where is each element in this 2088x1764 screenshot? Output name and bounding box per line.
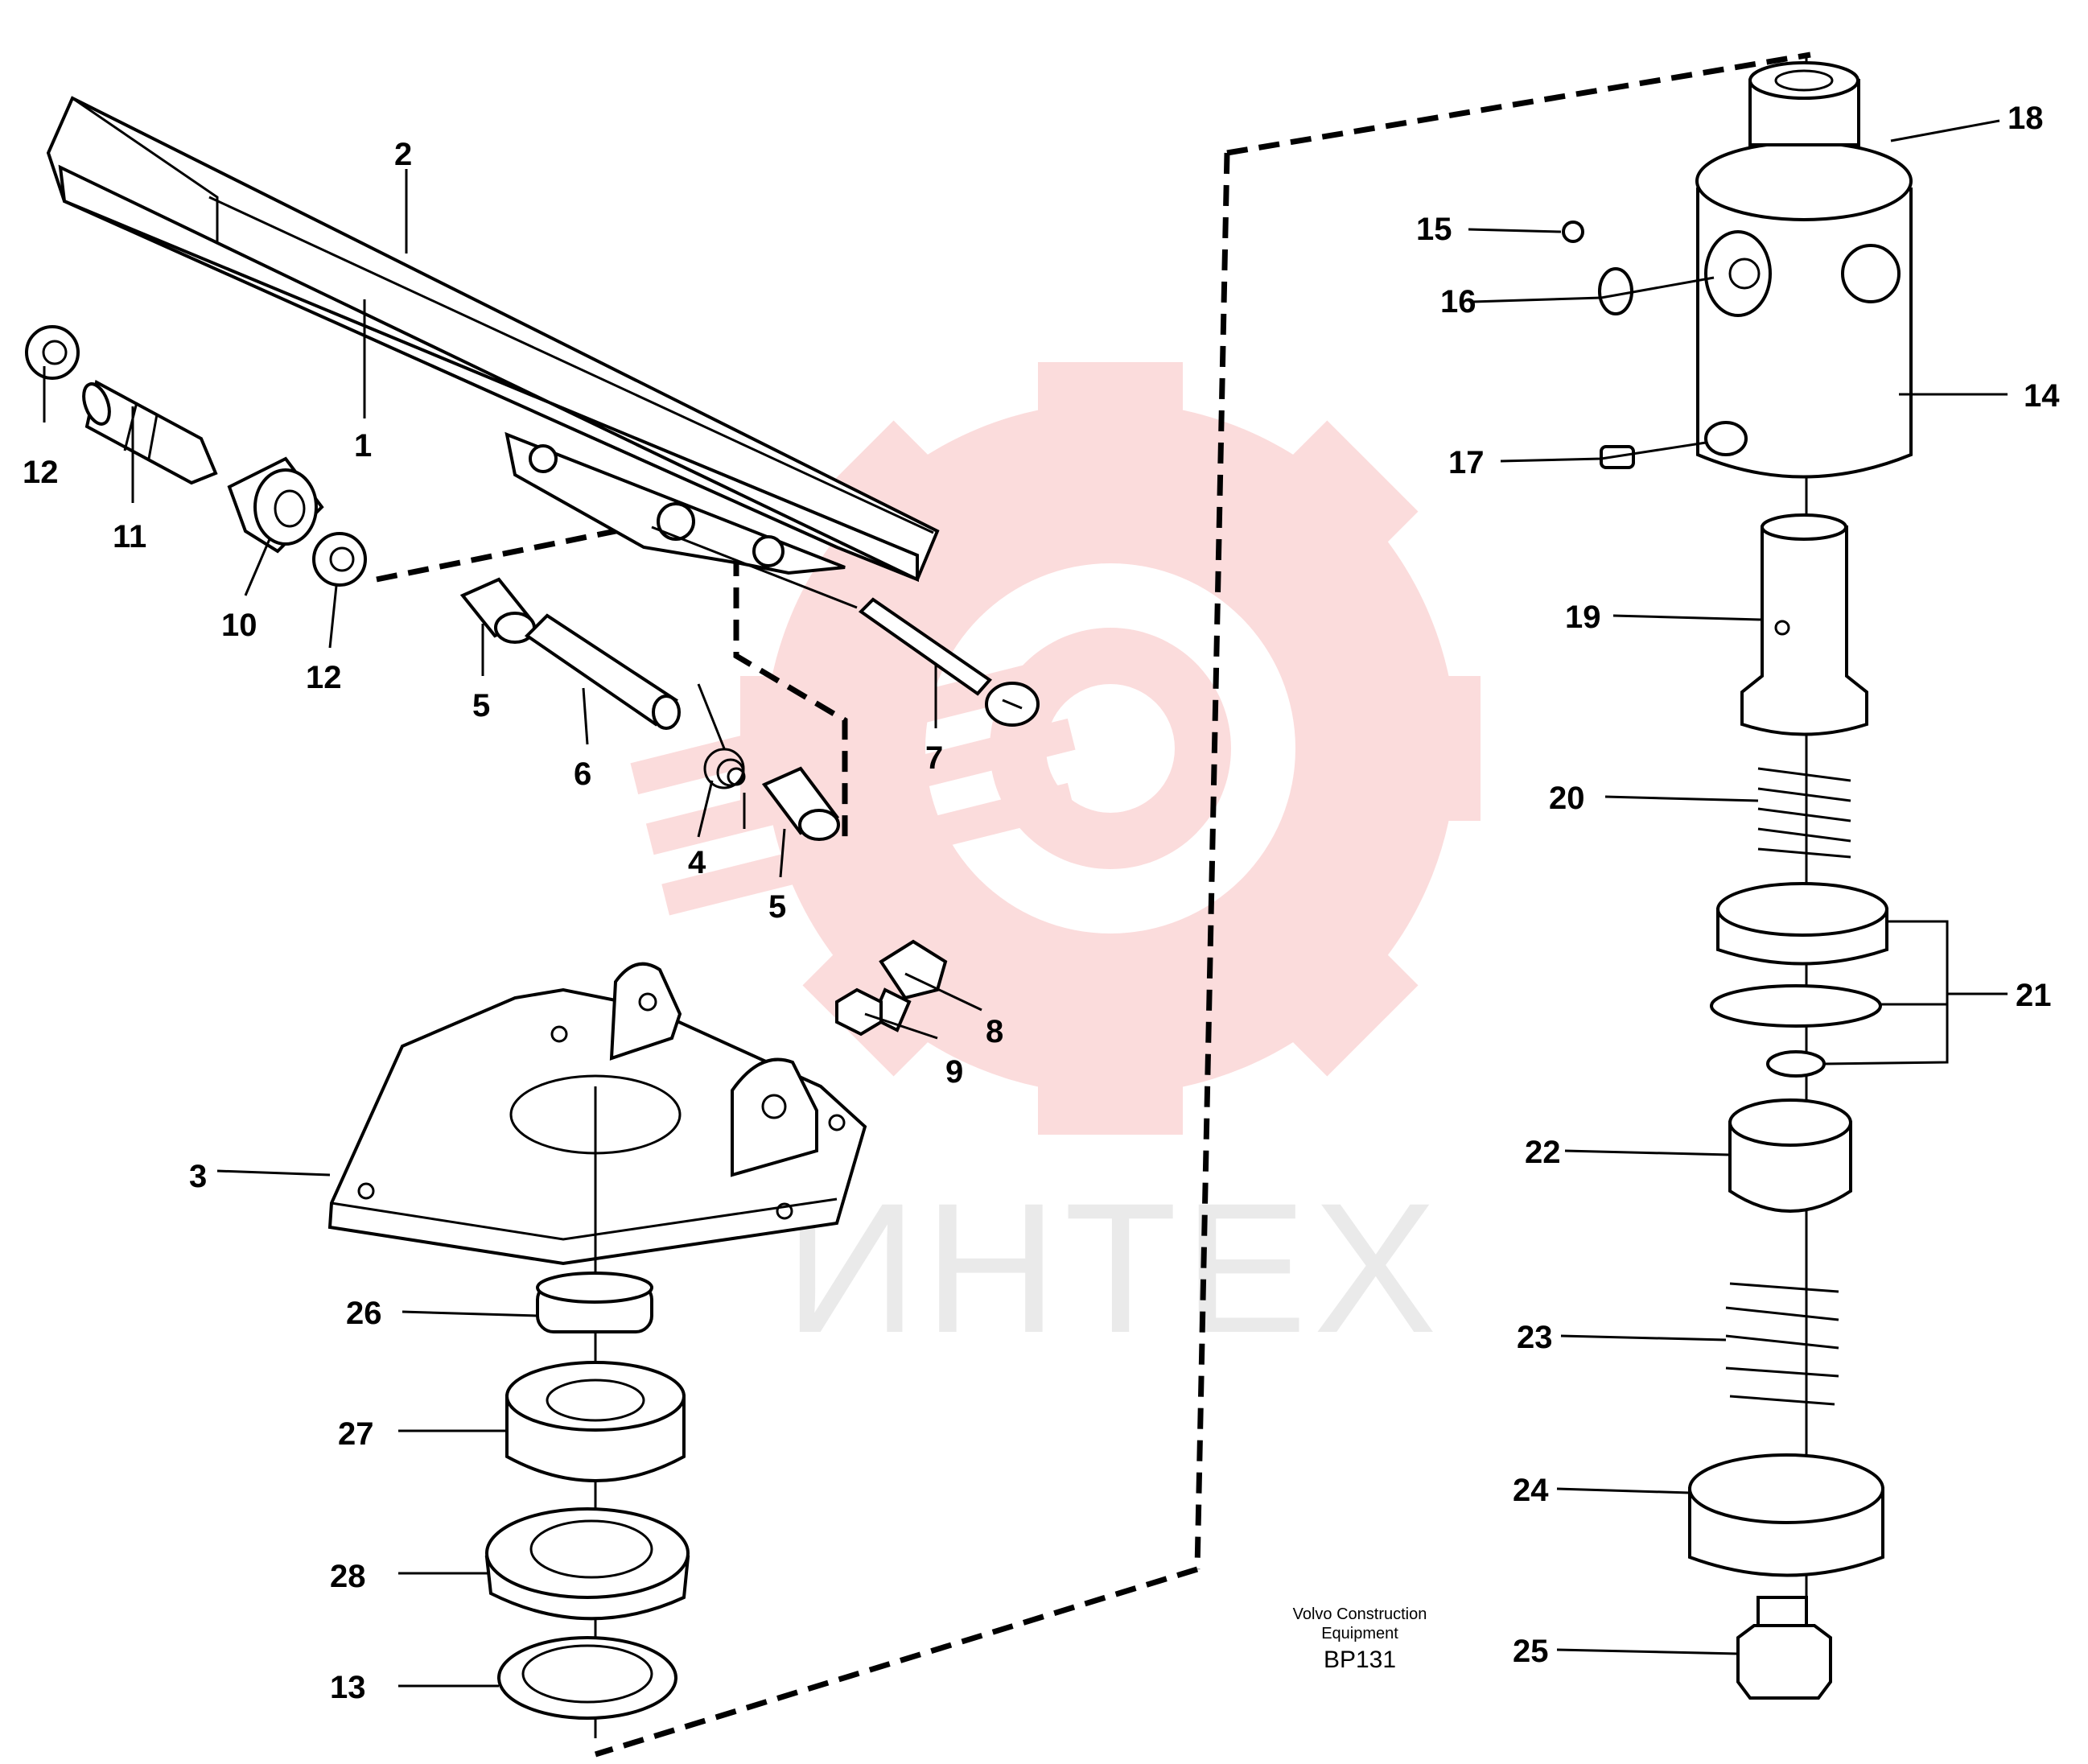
part-label-19: 19 xyxy=(1565,600,1601,635)
spring-20 xyxy=(1757,767,1851,859)
spring-seat-21 xyxy=(1710,882,1888,1078)
bushing-10 xyxy=(227,456,324,554)
part-label-5-upper: 5 xyxy=(472,688,490,723)
part-label-20: 20 xyxy=(1549,781,1585,816)
part-label-27: 27 xyxy=(338,1416,374,1452)
part-label-23: 23 xyxy=(1517,1320,1553,1355)
circlip-12-top xyxy=(25,325,80,380)
plug-25 xyxy=(1736,1596,1832,1700)
part-label-1: 1 xyxy=(354,428,372,464)
part-label-26: 26 xyxy=(346,1296,382,1331)
part-label-8: 8 xyxy=(986,1014,1003,1049)
sleeve-5-upper xyxy=(459,577,536,644)
part-label-18: 18 xyxy=(2008,101,2044,136)
bolt-7 xyxy=(858,597,1040,727)
part-label-11: 11 xyxy=(113,519,146,554)
dashed-boundary-line xyxy=(594,52,1811,1758)
nut-28 xyxy=(484,1507,690,1621)
axis-line-pedal xyxy=(651,525,858,609)
watermark-text: ИНТЕХ xyxy=(785,1164,1443,1371)
spring-23 xyxy=(1725,1282,1839,1406)
pin-11 xyxy=(82,379,218,485)
shaft-6 xyxy=(524,613,681,730)
part-label-28: 28 xyxy=(330,1559,366,1594)
plunger-22 xyxy=(1728,1098,1852,1213)
part-label-22: 22 xyxy=(1525,1135,1561,1170)
part-label-6: 6 xyxy=(574,756,591,792)
credit-line-1: Volvo Construction xyxy=(1293,1605,1427,1623)
pedal-bracket xyxy=(504,431,846,575)
bushing-27 xyxy=(505,1361,686,1482)
cap-24 xyxy=(1688,1453,1884,1577)
washer-13 xyxy=(497,1636,677,1720)
part-label-16: 16 xyxy=(1440,284,1476,319)
base-lug-right xyxy=(731,1057,818,1177)
part-label-7: 7 xyxy=(925,740,943,776)
part-label-17: 17 xyxy=(1448,445,1485,480)
part-label-4: 4 xyxy=(688,845,706,880)
leader-lines xyxy=(43,119,2008,1688)
dashed-leader-shaft xyxy=(376,524,848,837)
base-plate-3 xyxy=(327,987,867,1266)
base-lug-left xyxy=(609,962,682,1061)
credit-line-2: Equipment xyxy=(1321,1625,1398,1642)
part-label-12-bottom: 12 xyxy=(306,660,342,695)
credit-code: BP131 xyxy=(1324,1647,1396,1673)
seal-26 xyxy=(536,1271,653,1333)
nut-9 xyxy=(835,987,883,1037)
torsion-spring-4 xyxy=(697,683,746,829)
part-label-21: 21 xyxy=(2016,978,2052,1013)
part-label-14: 14 xyxy=(2024,378,2060,414)
sleeve-5-lower xyxy=(761,766,840,841)
part-label-3: 3 xyxy=(189,1159,207,1194)
part-label-10: 10 xyxy=(221,608,257,643)
filter-16 xyxy=(1598,267,1633,315)
part-label-15: 15 xyxy=(1416,212,1452,247)
circlip-12-bottom xyxy=(312,532,367,587)
part-label-24: 24 xyxy=(1513,1473,1549,1508)
valve-housing-14 xyxy=(1695,141,1913,479)
part-label-9: 9 xyxy=(945,1054,963,1090)
part-label-5-lower: 5 xyxy=(768,889,786,925)
part-label-12-top: 12 xyxy=(23,455,59,490)
ball-15 xyxy=(1562,220,1584,243)
pedal-plate xyxy=(46,96,940,583)
fitting-18 xyxy=(1748,61,1860,146)
part-label-25: 25 xyxy=(1513,1634,1549,1669)
spool-19 xyxy=(1740,513,1868,736)
part-label-13: 13 xyxy=(330,1670,366,1705)
part-label-2: 2 xyxy=(394,137,412,172)
